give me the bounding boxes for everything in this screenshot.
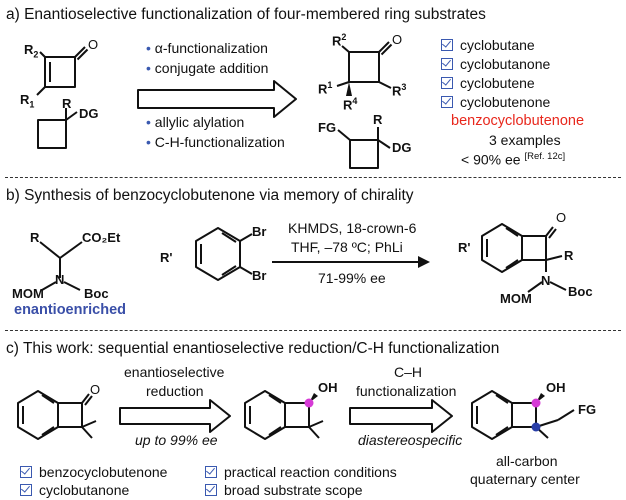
label-rprime-prod: R' <box>458 240 471 255</box>
benzocyclobutenone-sm-c <box>17 390 97 440</box>
check-item-cyclobutane: cyclobutane <box>441 37 535 53</box>
ee-range: 71-99% ee <box>318 270 386 286</box>
arrow-c2 <box>349 399 453 433</box>
enantioenriched-label: enantioenriched <box>14 302 126 318</box>
arrow-c1 <box>119 399 231 433</box>
label-fg-c: FG <box>578 402 597 417</box>
check-item-cyclobutenone: cyclobutenone <box>441 94 550 110</box>
checkbox-icon <box>441 58 453 70</box>
cyclobutane-dg-structure <box>37 108 78 149</box>
product-c <box>471 390 575 440</box>
pink-atom-product <box>531 398 541 408</box>
label-boc-sm: Boc <box>84 286 109 301</box>
step1-below: up to 99% ee <box>135 432 218 448</box>
step2-line-1: C–H <box>394 364 423 380</box>
label-n-sm: N <box>55 272 65 287</box>
label-r-prod-b: R <box>564 248 574 263</box>
label-dg: DG <box>79 106 99 121</box>
benzocyclobutenone-product-b <box>481 223 567 293</box>
label-o: O <box>88 37 99 52</box>
checkbox-icon <box>441 39 453 51</box>
label-co2et: CO₂Et <box>82 230 121 245</box>
step2-line-2: functionalization <box>356 383 457 399</box>
checkbox-icon <box>205 466 217 478</box>
amino-ester-structure <box>39 241 83 291</box>
ee-value: < 90% ee [Ref. 12c] <box>461 151 566 168</box>
label-oh-2: OH <box>546 380 566 395</box>
pink-atom-intermediate <box>304 398 314 408</box>
caption-all-carbon: all-carbon <box>496 453 558 469</box>
label-mom-prod: MOM <box>500 291 532 306</box>
label-fg: FG <box>318 120 337 135</box>
arrow-a <box>137 80 297 118</box>
check-item-cyclobutanone: cyclobutanone <box>441 56 550 72</box>
checkbox-icon <box>20 466 32 478</box>
check-item-cyclobutene: cyclobutene <box>441 75 535 91</box>
check-c-benzocyclobutenone: benzocyclobutenone <box>20 464 167 480</box>
cyclobutenone-structure <box>36 46 89 96</box>
method-2: • conjugate addition <box>146 60 269 76</box>
label-r2: R2 <box>24 42 39 60</box>
examples-count: 3 examples <box>489 132 561 148</box>
label-r1: R1 <box>20 92 35 110</box>
alcohol-intermediate-c <box>244 390 324 440</box>
label-o-c: O <box>90 382 101 397</box>
label-r4-prod: R4 <box>343 96 358 113</box>
step1-line-2: reduction <box>146 383 204 399</box>
section-a-title: a) Enantioselective functionalization of… <box>6 6 486 23</box>
label-rprime-aryl: R' <box>160 250 173 265</box>
checkbox-icon <box>441 77 453 89</box>
check-c-practical: practical reaction conditions <box>205 464 397 480</box>
label-r1-prod: R1 <box>318 80 333 97</box>
cyclobutane-fg-dg-structure <box>337 127 391 169</box>
label-boc-prod: Boc <box>568 284 593 299</box>
highlight-benzocyclobutenone: benzocyclobutenone <box>451 113 585 129</box>
label-r: R <box>62 96 72 111</box>
separator-1 <box>5 177 621 178</box>
method-3: • allylic alylation <box>146 114 245 130</box>
blue-atom-product <box>531 422 541 432</box>
label-o-prod-b: O <box>556 210 567 225</box>
conditions-line-1: KHMDS, 18-crown-6 <box>288 220 417 236</box>
method-1: • α-functionalization <box>146 40 268 56</box>
label-r-a4: R <box>373 112 383 127</box>
label-r3-prod: R3 <box>392 82 407 99</box>
checkbox-icon <box>205 484 217 496</box>
label-r2-prod: R2 <box>332 32 347 49</box>
arrow-b <box>272 256 430 268</box>
check-c-cyclobutanone: cyclobutanone <box>20 482 129 498</box>
check-c-broad-scope: broad substrate scope <box>205 482 363 498</box>
label-mom-sm: MOM <box>12 286 44 301</box>
section-c-title: c) This work: sequential enantioselectiv… <box>6 340 500 357</box>
label-br-2: Br <box>252 268 267 283</box>
checkbox-icon <box>441 96 453 108</box>
section-b-title: b) Synthesis of benzocyclobutenone via m… <box>6 187 414 204</box>
conditions-line-2: THF, –78 ºC; PhLi <box>291 239 403 255</box>
separator-2 <box>5 330 621 331</box>
label-r-sm: R <box>30 230 40 245</box>
caption-quaternary: quaternary center <box>470 471 580 487</box>
step1-line-1: enantioselective <box>124 364 225 380</box>
label-o-prod: O <box>392 32 403 47</box>
label-br-1: Br <box>252 224 267 239</box>
label-oh-1: OH <box>318 380 338 395</box>
label-dg-a4: DG <box>392 140 412 155</box>
label-n-prod: N <box>541 273 551 288</box>
cyclobutanone-product-structure <box>336 41 393 89</box>
step2-below: diastereospecific <box>358 432 463 448</box>
method-4: • C-H-functionalization <box>146 134 285 150</box>
dibromoarene-structure <box>195 227 253 281</box>
checkbox-icon <box>20 484 32 496</box>
